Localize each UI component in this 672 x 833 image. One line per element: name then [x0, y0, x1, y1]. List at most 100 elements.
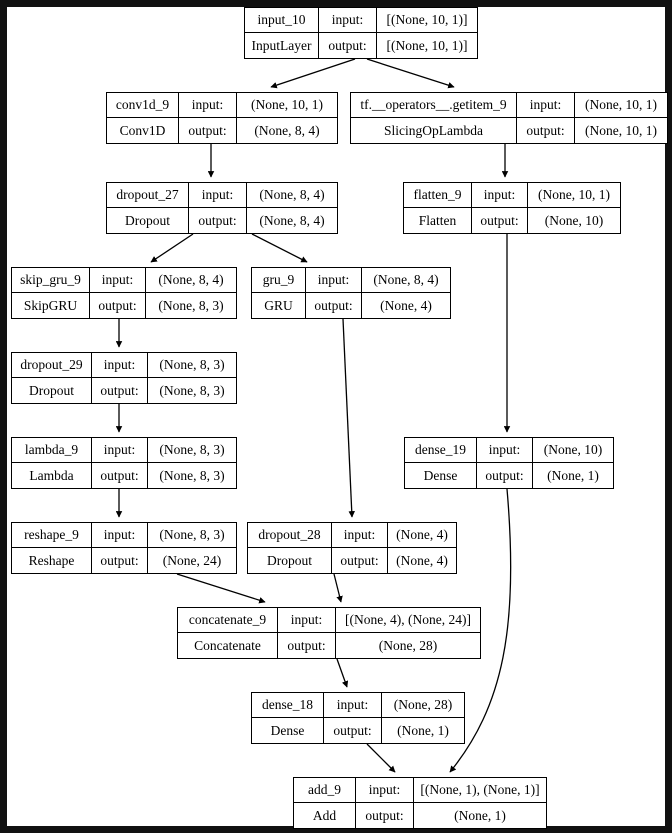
layer-type: GRU — [252, 293, 306, 318]
input-shape: [(None, 10, 1)] — [386, 12, 468, 28]
layer-type: Dense — [405, 463, 477, 488]
input-shape: [(None, 4), (None, 24)] — [345, 612, 471, 628]
output-shape: (None, 28) — [378, 637, 438, 653]
input-shape: (None, 4) — [396, 527, 448, 543]
layer-name: gru_9 — [252, 268, 306, 292]
edge-paths — [115, 58, 512, 773]
edge-layer — [115, 58, 512, 773]
layer-type: Lambda — [12, 463, 92, 488]
layer-type: Dense — [252, 718, 324, 743]
input-label: input: — [92, 353, 148, 377]
output-shape: (None, 10) — [544, 212, 604, 228]
edge-input_10-to-getitem_9 — [366, 58, 455, 89]
output-shape: (None, 8, 3) — [158, 297, 224, 313]
input-shape: (None, 10, 1) — [538, 187, 610, 203]
layer-name: add_9 — [294, 778, 356, 802]
input-label: input: — [306, 268, 362, 292]
output-label: output: — [517, 118, 575, 143]
output-label: output: — [319, 33, 377, 58]
layer-type: Flatten — [404, 208, 472, 233]
layer-name: input_10 — [245, 8, 319, 32]
layer-type: Dropout — [248, 548, 332, 573]
output-shape: (None, 1) — [397, 722, 449, 738]
layer-name: dropout_29 — [12, 353, 92, 377]
layer-name: dropout_27 — [107, 183, 189, 207]
layer-type: InputLayer — [245, 33, 319, 58]
edge-concatenate_9-to-dense_18 — [336, 658, 349, 688]
input-label: input: — [472, 183, 528, 207]
edge-dense_18-to-add_9 — [366, 743, 396, 773]
output-label: output: — [179, 118, 237, 143]
edge-gru_9-to-dropout_28 — [342, 318, 355, 518]
edge-dropout_28-to-concatenate_9 — [333, 573, 343, 603]
input-shape: (None, 8, 3) — [159, 442, 225, 458]
input-label: input: — [189, 183, 247, 207]
input-label: input: — [332, 523, 388, 547]
output-shape: (None, 4) — [380, 297, 432, 313]
input-shape: (None, 28) — [393, 697, 453, 713]
layer-name: dropout_28 — [248, 523, 332, 547]
output-shape: (None, 24) — [162, 552, 222, 568]
layer-name: conv1d_9 — [107, 93, 179, 117]
input-shape: (None, 10) — [543, 442, 603, 458]
layer-name: tf.__operators__.getitem_9 — [351, 93, 517, 117]
input-label: input: — [90, 268, 146, 292]
input-label: input: — [319, 8, 377, 32]
edge-input_10-to-conv1d_9 — [270, 58, 356, 89]
input-label: input: — [517, 93, 575, 117]
output-label: output: — [472, 208, 528, 233]
layer-type: Dropout — [107, 208, 189, 233]
layer-type: Conv1D — [107, 118, 179, 143]
layer-name: dense_19 — [405, 438, 477, 462]
layer-name: reshape_9 — [12, 523, 92, 547]
layer-name: dense_18 — [252, 693, 324, 717]
input-shape: (None, 10, 1) — [585, 97, 657, 113]
output-label: output: — [278, 633, 336, 658]
layer-type: Concatenate — [178, 633, 278, 658]
edge-dropout_27-to-skip_gru_9 — [150, 233, 194, 263]
layer-type: Add — [294, 803, 356, 828]
output-shape: (None, 1) — [454, 807, 506, 823]
output-shape: (None, 8, 3) — [159, 382, 225, 398]
input-shape: (None, 8, 4) — [373, 272, 439, 288]
input-shape: [(None, 1), (None, 1)] — [420, 782, 540, 798]
output-label: output: — [477, 463, 533, 488]
layer-name: flatten_9 — [404, 183, 472, 207]
output-shape: [(None, 10, 1)] — [386, 37, 468, 53]
layer-name: skip_gru_9 — [12, 268, 90, 292]
input-shape: (None, 8, 4) — [259, 187, 325, 203]
